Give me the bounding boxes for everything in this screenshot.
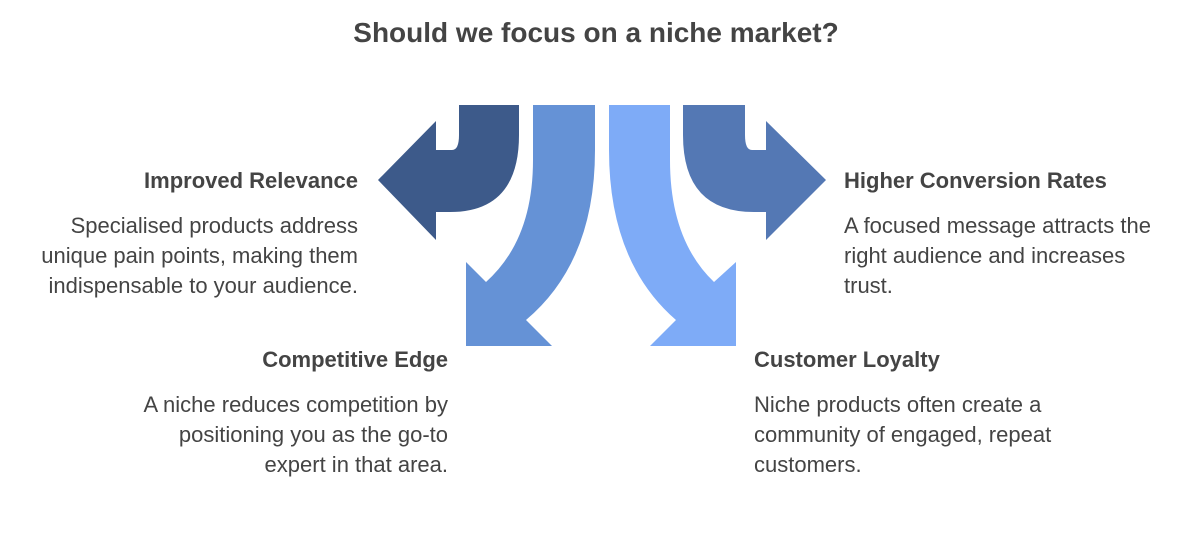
item-heading: Improved Relevance <box>144 168 358 193</box>
item-description: A niche reduces competition by positioni… <box>143 392 448 477</box>
item-description: Specialised products address unique pain… <box>41 213 358 298</box>
item-customer-loyalty: Customer Loyalty Niche products often cr… <box>754 346 1074 480</box>
item-heading: Higher Conversion Rates <box>844 168 1107 193</box>
item-description: A focused message attracts the right aud… <box>844 213 1151 298</box>
item-competitive-edge: Competitive Edge A niche reduces competi… <box>118 346 448 480</box>
item-heading: Competitive Edge <box>262 347 448 372</box>
arrow-competitive-edge <box>466 105 595 346</box>
arrow-higher-conversion <box>683 105 826 240</box>
item-heading: Customer Loyalty <box>754 347 940 372</box>
item-higher-conversion: Higher Conversion Rates A focused messag… <box>844 167 1164 301</box>
page-title: Should we focus on a niche market? <box>353 17 839 48</box>
arrow-customer-loyalty <box>609 105 736 346</box>
arrow-improved-relevance <box>378 105 519 240</box>
item-improved-relevance: Improved Relevance Specialised products … <box>40 167 358 301</box>
item-description: Niche products often create a community … <box>754 392 1052 477</box>
